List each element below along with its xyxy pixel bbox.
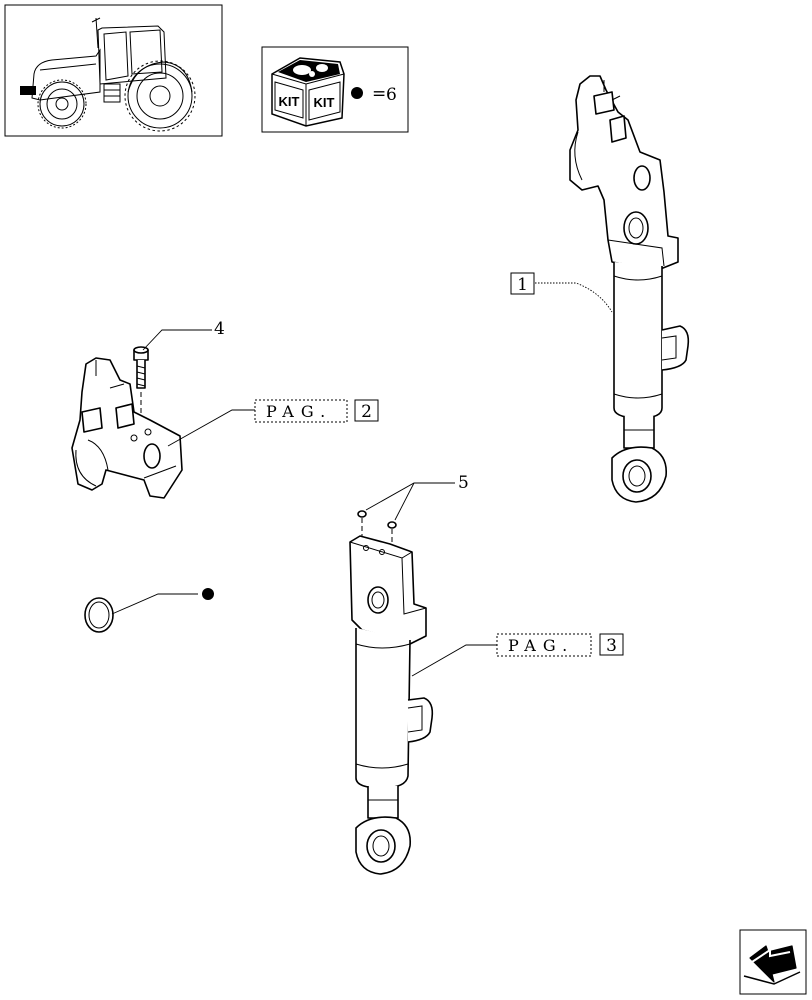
page-ref-3-number: 3 [606,636,617,656]
callout-item-1: 1 [510,272,535,295]
kit-bullet-icon [351,87,363,99]
small-o-rings [357,510,397,552]
page-ref-2[interactable]: PAG. 2 [254,399,379,423]
kit-number: 6 [386,85,397,105]
next-page-arrow-icon[interactable] [739,929,807,995]
leader-lines [111,282,613,677]
kit-label-right: KIT [314,95,335,110]
page-ref-2-number: 2 [361,402,372,422]
page-ref-3[interactable]: PAG. 3 [496,633,624,657]
callout-number-5: 5 [458,473,469,493]
cylinder-body [349,535,434,875]
tractor-thumbnail-icon [4,4,223,137]
cylinder-assembly [569,75,690,503]
kit-legend: KIT KIT = 6 [261,46,409,133]
page-ref-3-text: PAG. [508,636,574,655]
callout-number-1: 1 [517,275,528,295]
kit-equals: = [372,84,386,104]
callout-number-4: 4 [214,319,225,339]
kit-box-icon: KIT KIT [271,57,345,127]
page-ref-2-text: PAG. [266,402,332,421]
o-ring-part [84,597,114,633]
kit-label-left: KIT [279,94,300,109]
bolt-part [133,346,149,426]
o-ring-kit-bullet-icon [202,588,214,600]
valve-head-block [71,357,183,499]
